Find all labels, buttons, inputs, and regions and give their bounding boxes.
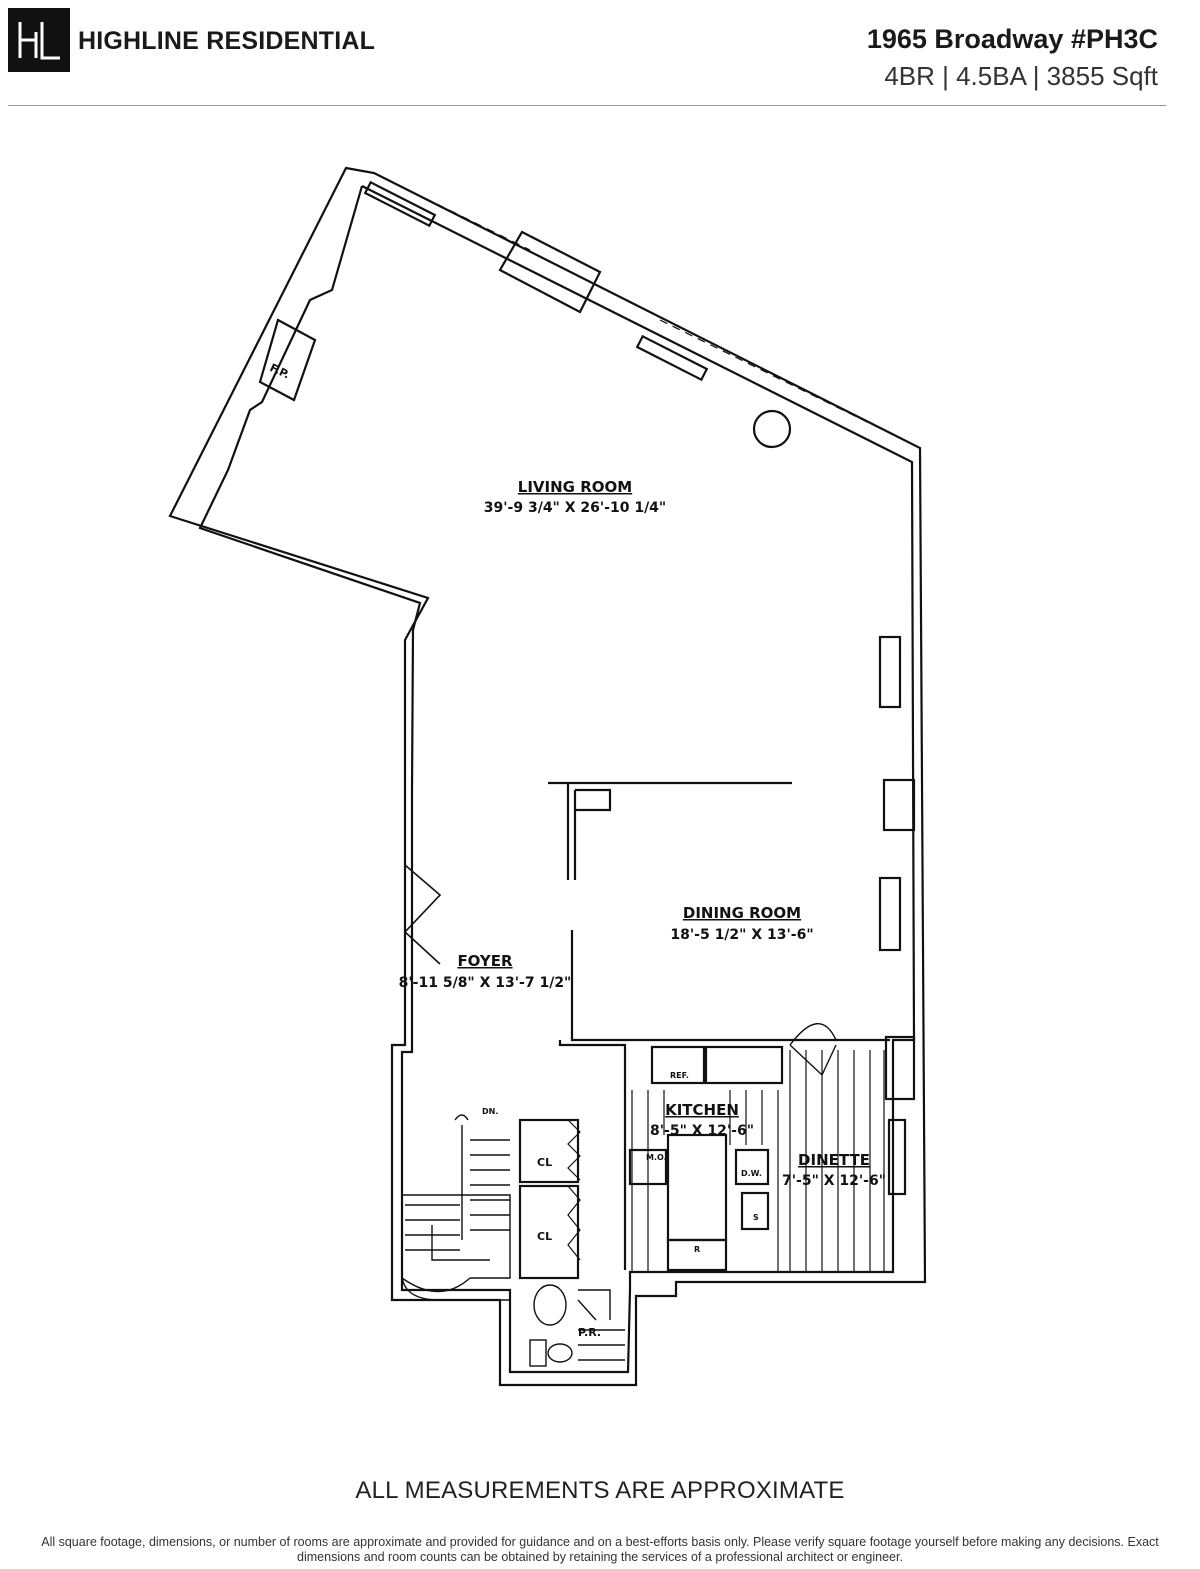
dining-room-dims: 18'-5 1/2" X 13'-6" (670, 927, 813, 943)
listing-address: 1965 Broadway #PH3C (866, 24, 1158, 54)
wall-pier (882, 778, 916, 832)
measurements-note: ALL MEASUREMENTS ARE APPROXIMATE (355, 1477, 845, 1504)
round-column (752, 409, 792, 449)
inner-wall (198, 185, 916, 1374)
header-divider (8, 105, 1166, 106)
disclaimer-text: All square footage, dimensions, or numbe… (41, 1535, 1159, 1564)
closet-door (567, 1119, 581, 1261)
radiator (363, 180, 437, 228)
dining-room-name: DINING ROOM (683, 904, 801, 922)
upper-cabinet (704, 1045, 784, 1085)
wall-pier (884, 1035, 916, 1101)
powder-room-fixtures (529, 1284, 625, 1367)
foyer-name: FOYER (457, 952, 513, 970)
staircase (401, 1114, 511, 1301)
door-swing (789, 1023, 837, 1077)
fireplace-label: F.P. (268, 361, 292, 381)
kitchen-island (666, 1133, 728, 1242)
outer-wall (168, 166, 927, 1387)
living-room-dims: 39'-9 3/4" X 26'-10 1/4" (484, 500, 666, 516)
refrigerator-label: REF. (670, 1071, 689, 1080)
living-room-name: LIVING ROOM (518, 478, 632, 496)
closet-label-2: CL (537, 1230, 552, 1243)
radiator (878, 635, 902, 709)
radiator (887, 1118, 907, 1196)
range-label: R (694, 1245, 700, 1254)
closet (518, 1118, 580, 1184)
closet-label-1: CL (537, 1156, 552, 1169)
brand-name: HIGHLINE RESIDENTIAL (78, 27, 376, 55)
brand-logo-mark (18, 22, 60, 60)
refrigerator (650, 1045, 706, 1085)
dishwasher-label: D.W. (741, 1169, 762, 1178)
floor-plan-drawing: LIVING ROOM 39'-9 3/4" X 26'-10 1/4" DIN… (168, 166, 927, 1387)
entry-door (403, 864, 442, 965)
dishwasher (734, 1148, 770, 1186)
foyer-wall (570, 930, 890, 1042)
kitchen-dims: 8'-5" X 12'-6" (650, 1123, 754, 1139)
foyer-dims: 8'-11 5/8" X 13'-7 1/2" (399, 975, 572, 991)
divider-wall (548, 781, 792, 880)
kitchen-wall (558, 1040, 627, 1270)
window (373, 172, 531, 251)
page-header: HIGHLINE RESIDENTIAL 1965 Broadway #PH3C… (0, 0, 1200, 106)
fireplace (258, 318, 317, 402)
microwave-label: M.O. (646, 1153, 667, 1162)
window (659, 319, 921, 449)
column-box (498, 230, 602, 314)
radiator (878, 876, 902, 952)
dinette-name: DINETTE (798, 1151, 870, 1169)
sink (740, 1191, 770, 1231)
stair-down-label: DN. (482, 1107, 498, 1116)
kitchen-name: KITCHEN (665, 1101, 739, 1119)
floor-plan: LIVING ROOM 39'-9 3/4" X 26'-10 1/4" DIN… (0, 110, 1200, 1410)
brand-logo (8, 8, 70, 72)
dinette-dims: 7'-5" X 12'-6" (782, 1173, 886, 1189)
radiator (635, 334, 709, 382)
range (666, 1238, 728, 1272)
dinette-floor-hatch (631, 1050, 885, 1272)
listing-specs: 4BR | 4.5BA | 3855 Sqft (884, 61, 1158, 91)
powder-room-label: P.R. (578, 1326, 601, 1339)
sink-label: S (753, 1213, 759, 1222)
